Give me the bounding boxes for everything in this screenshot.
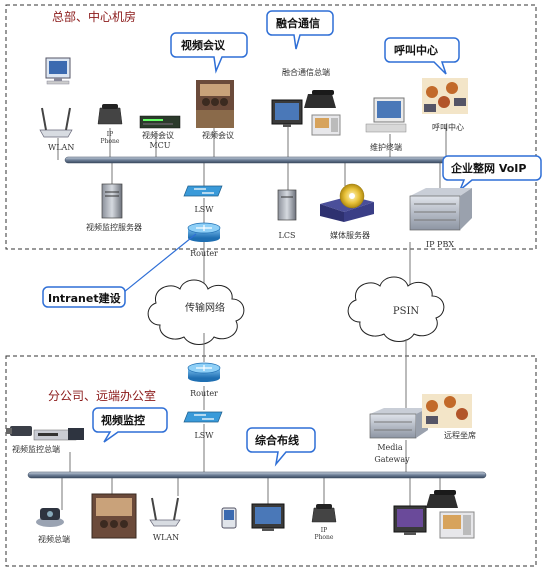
hq-region-title: 总部、中心机房: [52, 9, 136, 24]
remote-agents-icon: [422, 394, 472, 428]
ip-pbx-label: IP PBX: [426, 240, 454, 249]
server-tower-icon: [101, 183, 123, 219]
svg-text:PSIN: PSIN: [393, 306, 420, 317]
media-gateway-icon: [369, 408, 428, 439]
callout-call-center: 呼叫中心: [384, 37, 460, 75]
video-terminal-label: 视频总端: [38, 534, 70, 544]
branch-lsw-switch-icon: [183, 411, 223, 423]
branch-links: [61, 333, 441, 510]
media-server-icon: [320, 183, 374, 222]
svg-text:融合通信: 融合通信: [276, 16, 320, 30]
hq-router-label: Router: [190, 249, 218, 258]
call-center-agents-icon: [422, 78, 468, 114]
mcu-label-2: MCU: [149, 141, 170, 150]
video-monitor-server-label: 视频监控服务器: [86, 222, 142, 232]
branch-wlan-label: WLAN: [153, 533, 179, 542]
hq-backbone-bus: [64, 156, 466, 164]
branch-router-label: Router: [190, 389, 218, 398]
desk-phone-icon: [304, 90, 336, 108]
branch-backbone-bus: [27, 471, 487, 479]
branch-ip-phone-icon: [311, 504, 337, 523]
branch-region-box: [5, 355, 537, 567]
callout-video-conf: 视频会议: [170, 32, 248, 74]
ip-pbx-icon: [409, 188, 472, 231]
svg-text:Intranet建设: Intranet建设: [48, 291, 122, 305]
pc-icon: [45, 57, 71, 85]
surveillance-camera-icon: [6, 426, 84, 441]
ip-phone-label-2: Phone: [101, 138, 120, 145]
branch-video-phone-icon: [439, 511, 475, 539]
branch-ip-phone-label-2: Phone: [315, 534, 334, 541]
branch-ip-phone-label-1: IP: [321, 527, 327, 534]
lsw-switch-icon: [183, 185, 223, 197]
hq-links: [57, 124, 447, 292]
monitor-icon: [271, 99, 303, 127]
wireless-ap-icon: [39, 107, 73, 138]
callout-enterprise-voip: 企业整网 VoIP: [442, 155, 542, 191]
hq-lsw-label: LSW: [194, 205, 214, 214]
media-gateway-label-2: Gateway: [374, 455, 410, 464]
callout-cabling: 综合布线: [246, 427, 316, 467]
video-conf-label: 视频会议: [202, 130, 234, 140]
transport-network-cloud: 传输网络: [147, 279, 245, 345]
maintenance-terminal-icon: [365, 97, 407, 133]
svg-text:综合布线: 综合布线: [255, 433, 299, 447]
conference-screen-icon: [91, 493, 137, 539]
pda-icon: [221, 507, 237, 529]
svg-text:传输网络: 传输网络: [185, 301, 225, 314]
svg-text:视频会议: 视频会议: [181, 38, 226, 52]
branch-pc-icon: [393, 505, 427, 535]
video-phone-icon: [311, 114, 341, 136]
branch-wireless-ap-icon: [149, 497, 181, 527]
hq-region-box: [5, 4, 537, 250]
maintenance-terminal-label: 维护终端: [370, 142, 402, 152]
ip-phone-label-1: IP: [107, 131, 113, 138]
svg-text:呼叫中心: 呼叫中心: [394, 43, 438, 57]
branch-desk-phone-icon: [426, 490, 458, 508]
ip-phone-icon: [97, 104, 123, 125]
callout-video-monitor: 视频监控: [92, 407, 168, 443]
lcs-label: LCS: [279, 231, 296, 240]
branch-monitor-icon: [251, 503, 285, 531]
mcu-icon: [139, 115, 181, 129]
remote-agent-label: 远程坐席: [444, 430, 476, 440]
media-gateway-label-1: Media: [377, 443, 403, 452]
video-terminal-icon: [36, 508, 64, 527]
video-conference-icon: [196, 80, 234, 128]
router-icon: [187, 222, 221, 242]
video-monitor-terminal-label: 视频监控总端: [12, 444, 60, 454]
branch-region-title: 分公司、远端办公室: [48, 388, 156, 403]
lcs-server-icon: [277, 189, 297, 221]
callout-intranet: Intranet建设: [42, 233, 197, 308]
callout-unified-comm: 融合通信: [266, 10, 334, 50]
svg-text:企业整网 VoIP: 企业整网 VoIP: [450, 161, 526, 175]
unified-terminal-label: 融合通信总端: [282, 67, 330, 77]
call-center-label: 呼叫中心: [432, 122, 464, 132]
branch-router-icon: [187, 362, 221, 382]
pstn-cloud: PSIN: [347, 276, 445, 342]
branch-lsw-label: LSW: [194, 431, 214, 440]
media-server-label: 媒体服务器: [330, 230, 370, 240]
wlan-label: WLAN: [48, 143, 74, 152]
mcu-label-1: 视频会议: [142, 130, 174, 140]
svg-text:视频监控: 视频监控: [101, 413, 145, 427]
